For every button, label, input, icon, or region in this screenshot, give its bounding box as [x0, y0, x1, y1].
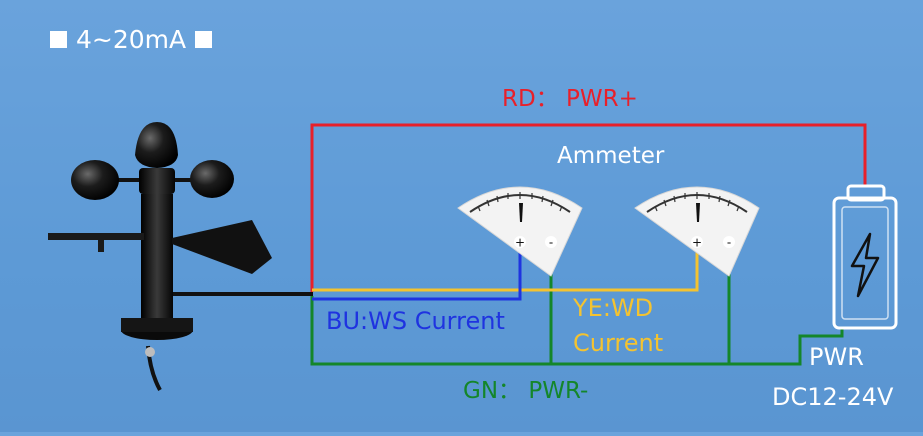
square-bullet-icon [195, 31, 213, 48]
lightning-bolt-icon [850, 232, 880, 298]
meter2-plus: + [692, 236, 702, 250]
title-text: 4~20mA [76, 25, 187, 54]
green-wire [310, 296, 844, 366]
wind-sensor-icon [48, 122, 272, 391]
meter2-minus: - [727, 236, 731, 250]
power-voltage-label: DC12-24V [772, 383, 894, 411]
ammeter-label: Ammeter [557, 143, 665, 169]
blue-wire-label: BU:WS Current [326, 307, 505, 335]
meter1-minus: - [549, 236, 553, 250]
wires [168, 123, 867, 366]
red-wire-label: RD： PWR+ [502, 86, 638, 112]
yellow-wire [312, 243, 699, 292]
ammeter-2 [634, 186, 760, 277]
ammeter-1 [457, 186, 583, 277]
power-label: PWR [809, 343, 864, 371]
meter1-plus: + [515, 236, 525, 250]
battery-icon [832, 184, 898, 330]
yellow-wire-label-line2: Current [573, 329, 664, 357]
square-bullet-icon [50, 31, 67, 48]
green-wire-label: GN： PWR- [463, 378, 589, 404]
signal-type-title: 4~20mA [50, 25, 213, 54]
yellow-wire-label-line1: YE:WD [573, 294, 654, 322]
red-wire [310, 123, 867, 292]
blue-wire [312, 243, 522, 301]
